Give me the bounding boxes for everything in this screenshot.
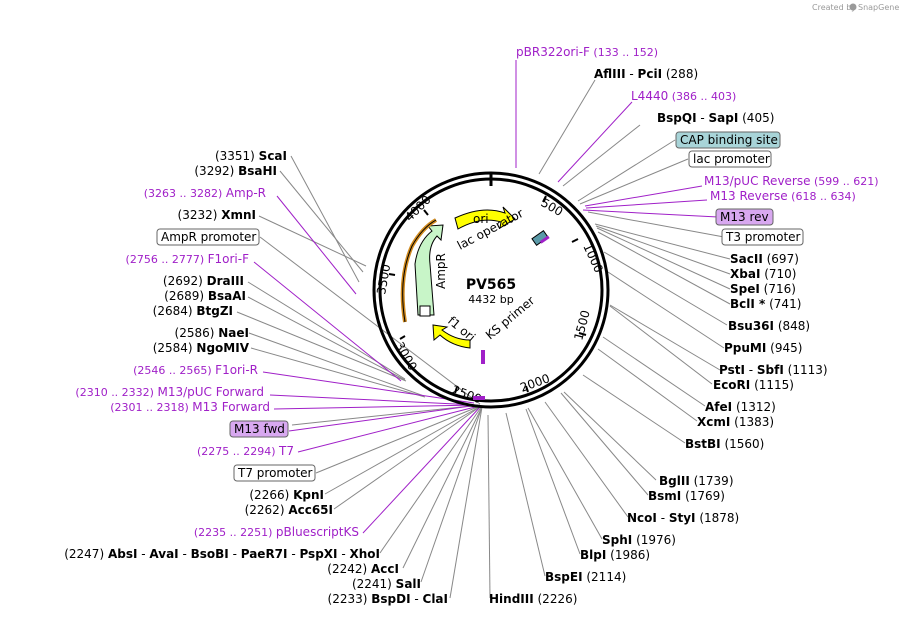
site-label-bspdi: (2233) BspDI - ClaI bbox=[328, 592, 448, 606]
site-label-bstbi: BstBI (1560) bbox=[685, 437, 764, 451]
site-label-xmni: (3232) XmnI bbox=[178, 208, 256, 222]
primer-label-pbluescript: (2235 .. 2251) pBluescriptKS bbox=[194, 525, 359, 539]
m13-rev-box bbox=[715, 208, 774, 226]
small-markers bbox=[419, 235, 550, 400]
site-label-bsaai: (2689) BsaAI bbox=[164, 289, 246, 303]
primer-label-m13puc_fwd: (2310 .. 2332) M13/pUC Forward bbox=[75, 385, 264, 399]
site-label-xbai: XbaI (710) bbox=[730, 267, 797, 281]
ampr-promoter-arrow bbox=[400, 218, 438, 323]
brand-text: SnapGene bbox=[858, 3, 899, 12]
primer-label-ampr_primer: (3263 .. 3282) Amp-R bbox=[144, 186, 266, 200]
primer-leader-lines bbox=[253, 60, 719, 534]
ampr-promoter-box bbox=[156, 228, 260, 246]
site-label-acc65i: (2262) Acc65I bbox=[245, 503, 333, 517]
site-label-blpi: BlpI (1986) bbox=[580, 548, 650, 562]
ori-feature: ori bbox=[454, 206, 516, 230]
site-label-sacii: SacII (697) bbox=[730, 252, 799, 266]
ampr-feature: AmpR bbox=[414, 224, 448, 316]
site-label-bsahi: (3292) BsaHI bbox=[194, 164, 277, 178]
t7-promoter-label: T7 promoter bbox=[237, 466, 313, 480]
cap-binding-site-label: CAP binding site bbox=[680, 133, 778, 147]
site-label-ncoi: NcoI - StyI (1878) bbox=[627, 511, 739, 525]
site-label-ngomiv: (2584) NgoMIV bbox=[153, 341, 250, 355]
site-label-kpni: (2266) KpnI bbox=[249, 488, 324, 502]
primer-label-f1ori_r: (2546 .. 2565) F1ori-R bbox=[133, 363, 258, 377]
primer-label-t7: (2275 .. 2294) T7 bbox=[197, 444, 294, 458]
primer-label-m13puc_rev: M13/pUC Reverse (599 .. 621) bbox=[704, 174, 879, 188]
site-label-absi: (2247) AbsI - AvaI - BsoBI - PaeR7I - Ps… bbox=[64, 547, 380, 561]
primer-label-pbr322: pBR322ori-F (133 .. 152) bbox=[516, 45, 658, 59]
site-label-psti: PstI - SbfI (1113) bbox=[719, 363, 828, 377]
lac-promoter-box bbox=[688, 150, 772, 168]
site-label-ecori: EcoRI (1115) bbox=[713, 378, 794, 392]
site-label-bcli: BclI * (741) bbox=[730, 297, 801, 311]
site-label-bsmi: BsmI (1769) bbox=[648, 489, 725, 503]
lac-promoter-label: lac promoter bbox=[693, 152, 770, 166]
watermark-text: Created by bbox=[812, 3, 856, 12]
tick-marks bbox=[388, 195, 587, 394]
plasmid-size: 4432 bp bbox=[468, 293, 513, 306]
site-label-spei: SpeI (716) bbox=[730, 282, 796, 296]
f1-ori-feature: f1 ori bbox=[432, 314, 478, 349]
tick-label-500: 500 bbox=[539, 195, 566, 219]
site-label-scai: (3351) ScaI bbox=[215, 149, 287, 163]
primer-label-l4440: L4440 (386 .. 403) bbox=[631, 89, 736, 103]
primer-label-f1ori_f: (2756 .. 2777) F1ori-F bbox=[126, 252, 250, 266]
site-label-acci: (2242) AccI bbox=[327, 562, 399, 576]
site-label-bglii: BglII (1739) bbox=[659, 474, 734, 488]
site-label-bspqi: BspQI - SapI (405) bbox=[657, 111, 774, 125]
site-label-sphi: SphI (1976) bbox=[602, 533, 676, 547]
site-label-afei: AfeI (1312) bbox=[705, 400, 776, 414]
tick-label-3500: 3500 bbox=[374, 263, 393, 296]
tick-label-1500: 1500 bbox=[571, 309, 592, 342]
t3-promoter-box bbox=[721, 228, 804, 246]
ori-label: ori bbox=[473, 212, 489, 226]
site-label-btgzi: (2684) BtgZI bbox=[153, 304, 233, 318]
site-label-afliii: AflIII - PciI (288) bbox=[594, 67, 698, 81]
cap-binding-site-box bbox=[675, 131, 781, 149]
site-label-bsu36i: Bsu36I (848) bbox=[728, 319, 810, 333]
primer-label-m13_reverse: M13 Reverse (618 .. 634) bbox=[710, 189, 856, 203]
m13-fwd-box bbox=[229, 420, 289, 438]
m13-fwd-label: M13 fwd bbox=[234, 422, 285, 436]
site-label-bspei: BspEI (2114) bbox=[545, 570, 626, 584]
m13-rev-label: M13 rev bbox=[720, 210, 769, 224]
site-label-naei: (2586) NaeI bbox=[175, 326, 249, 340]
site-labels: pBR322ori-F (133 .. 152) AflIII - PciI (2… bbox=[64, 45, 878, 606]
ampr-promoter-label: AmpR promoter bbox=[161, 230, 256, 244]
site-label-hindiii: HindIII (2226) bbox=[489, 592, 577, 606]
site-label-draiii: (2692) DraIII bbox=[163, 274, 244, 288]
tick-label-3000: 3000 bbox=[392, 340, 419, 373]
site-label-sali: (2241) SalI bbox=[352, 577, 421, 591]
t7-promoter-box bbox=[233, 464, 316, 482]
site-label-ppumi: PpuMI (945) bbox=[724, 341, 802, 355]
snapgene-logo-icon bbox=[849, 3, 857, 11]
ampr-label: AmpR bbox=[434, 253, 448, 289]
plasmid-name: PV565 bbox=[466, 277, 516, 293]
primer-label-m13_forward: (2301 .. 2318) M13 Forward bbox=[110, 400, 270, 414]
t3-promoter-label: T3 promoter bbox=[725, 230, 801, 244]
site-label-xcmi: XcmI (1383) bbox=[697, 415, 774, 429]
label-leader-lines bbox=[236, 79, 731, 599]
